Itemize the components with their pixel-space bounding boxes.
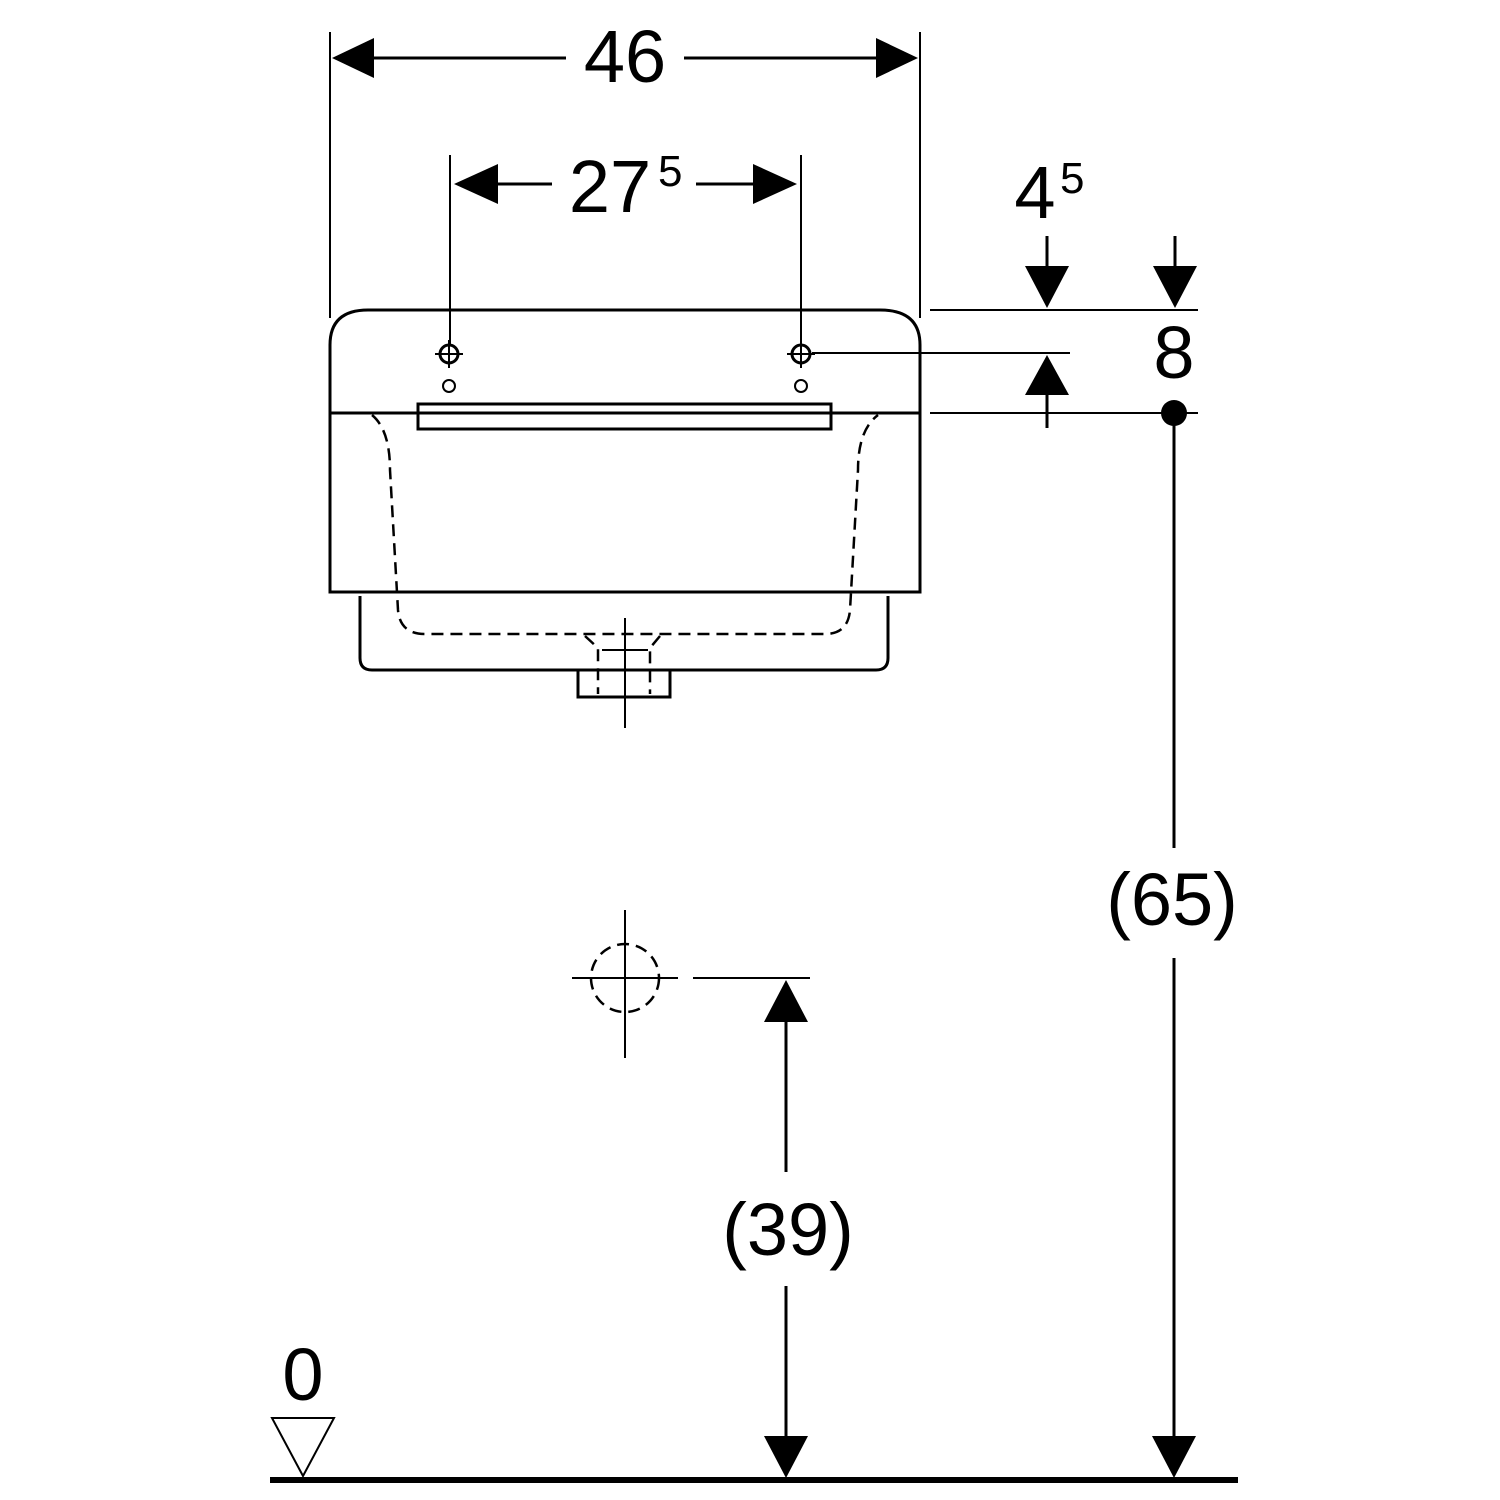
overall-width-label: 46	[584, 15, 666, 98]
fixing-to-rim-dimension: 8	[812, 311, 1198, 428]
washbasin-outline	[328, 308, 922, 728]
top-offset-dimension: 4 5	[930, 151, 1198, 311]
overall-width-dimension: 46	[329, 15, 921, 318]
rim-height-dimension: (65)	[1106, 400, 1238, 1478]
top-offset-label: 4	[1014, 151, 1055, 234]
waste-connection-symbol	[572, 910, 678, 1058]
fixing-spacing-dimension: 27 5	[449, 145, 802, 345]
fixing-spacing-superscript: 5	[658, 147, 682, 196]
rim-height-label: (65)	[1106, 858, 1238, 941]
top-offset-superscript: 5	[1060, 154, 1084, 203]
floor-level-label: 0	[282, 1333, 323, 1416]
waste-height-label: (39)	[722, 1188, 854, 1271]
waste-height-dimension: (39)	[693, 977, 854, 1478]
fixing-spacing-label: 27	[569, 145, 651, 228]
fixing-to-rim-label: 8	[1153, 311, 1194, 394]
fixing-hole-left-icon	[435, 340, 463, 393]
floor-datum: 0	[270, 1333, 1238, 1483]
fixing-hole-right-icon	[787, 340, 815, 393]
